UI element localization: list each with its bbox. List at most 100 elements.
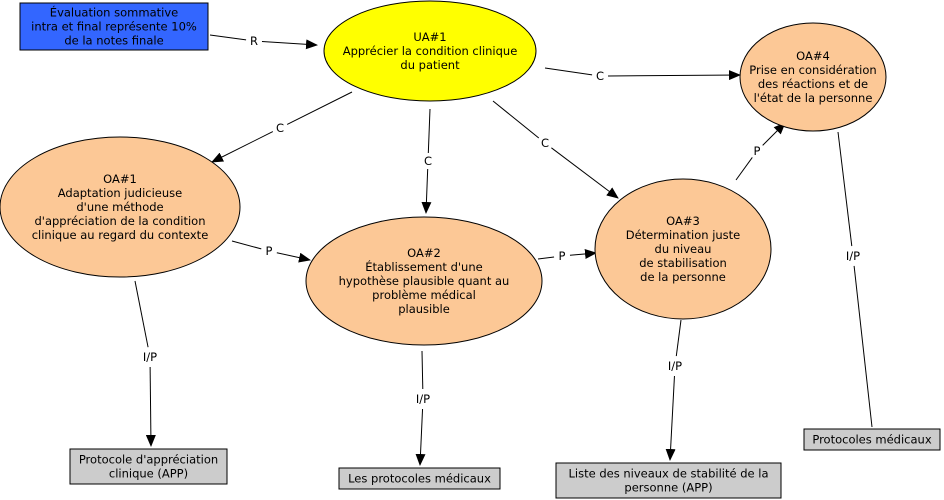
node-label-line: Adaptation judicieuse bbox=[58, 186, 182, 200]
node-shape-ellipse bbox=[323, 0, 537, 102]
edge-oa4-to-res4: I/P bbox=[837, 131, 873, 428]
edge-label: C bbox=[424, 154, 432, 168]
edge-label: C bbox=[276, 121, 284, 135]
node-label-line: problème médical bbox=[372, 288, 476, 302]
edge-label: P bbox=[266, 244, 273, 258]
node-label-line: OA#3 bbox=[666, 214, 700, 228]
edge-label: C bbox=[541, 136, 549, 150]
node-label-line: Évaluation sommative bbox=[50, 5, 178, 20]
edge-arrow-segment bbox=[607, 70, 741, 81]
node-res4[interactable]: Protocoles médicaux bbox=[803, 428, 941, 451]
node-label-line: d'une méthode bbox=[76, 200, 163, 214]
edge-oa3-to-oa4: P bbox=[735, 122, 786, 181]
node-label-line: de stabilisation bbox=[639, 256, 727, 270]
node-label-line: l'état de la personne bbox=[754, 91, 873, 105]
edge-line-segment bbox=[421, 350, 424, 390]
edge-ua1-to-oa3: C bbox=[492, 100, 619, 199]
node-label-line: Liste des niveaux de stabilité de la bbox=[569, 467, 769, 481]
node-label-line: Apprécier la condition clinique bbox=[343, 44, 518, 58]
node-shape-ellipse bbox=[0, 136, 241, 278]
edge-arrow-segment bbox=[261, 39, 318, 50]
node-label-line: personne (APP) bbox=[624, 481, 712, 495]
edge-arrow-segment bbox=[551, 147, 619, 199]
node-label-line: UA#1 bbox=[413, 30, 446, 44]
edge-line-segment bbox=[537, 256, 555, 260]
edge-label: I/P bbox=[846, 249, 860, 263]
edge-label: R bbox=[250, 34, 258, 48]
edge-label: I/P bbox=[143, 350, 157, 364]
edge-oa1-to-res1: I/P bbox=[134, 280, 157, 447]
node-label-line: de la notes finale bbox=[64, 34, 163, 48]
node-label-line: Les protocoles médicaux bbox=[348, 472, 491, 486]
edge-line-segment bbox=[209, 34, 247, 41]
edge-ua1-to-oa2: C bbox=[421, 108, 432, 214]
edge-arrow-segment bbox=[421, 168, 432, 214]
node-shape-rect bbox=[69, 448, 228, 485]
edge-eval-to-ua1: R bbox=[209, 34, 318, 50]
edge-oa2-to-oa3: P bbox=[537, 248, 597, 263]
edge-label: I/P bbox=[416, 392, 430, 406]
edge-arrow-segment bbox=[415, 408, 426, 466]
edge-line-segment bbox=[231, 240, 262, 250]
node-shape-ellipse bbox=[305, 216, 543, 346]
edge-ua1-to-oa4: C bbox=[544, 67, 741, 83]
edge-line-segment bbox=[492, 100, 540, 139]
node-label-line: Protocoles médicaux bbox=[812, 433, 931, 447]
edge-line-segment bbox=[735, 157, 753, 181]
edge-label: P bbox=[754, 144, 761, 158]
node-shape-rect bbox=[338, 467, 501, 490]
edge-label: P bbox=[559, 249, 566, 263]
node-label-line: du niveau bbox=[655, 242, 712, 256]
edge-arrow-segment bbox=[762, 122, 786, 146]
node-label-line: de la personne bbox=[640, 270, 726, 284]
edge-arrow-segment bbox=[276, 252, 311, 263]
node-label-line: OA#1 bbox=[103, 172, 137, 186]
edge-arrow-segment bbox=[853, 265, 873, 428]
node-shape-rect bbox=[803, 428, 941, 451]
node-shape-rect bbox=[555, 462, 782, 499]
node-label-line: Protocole d'appréciation bbox=[79, 453, 218, 467]
node-shape-ellipse bbox=[594, 178, 772, 320]
edge-line-segment bbox=[286, 91, 353, 125]
node-label-line: clinique au regard du contexte bbox=[32, 228, 209, 242]
edge-oa1-to-oa2: P bbox=[231, 240, 311, 263]
edge-line-segment bbox=[837, 131, 853, 247]
node-label-line: OA#4 bbox=[796, 49, 830, 63]
node-label-line: clinique (APP) bbox=[109, 467, 188, 481]
edge-arrow-segment bbox=[145, 366, 156, 447]
node-label-line: intra et final représente 10% bbox=[31, 20, 197, 34]
node-label-line: OA#2 bbox=[407, 246, 441, 260]
node-res2[interactable]: Les protocoles médicaux bbox=[338, 467, 501, 490]
node-label: Protocoles médicaux bbox=[812, 433, 931, 447]
node-label-line: d'appréciation de la condition bbox=[34, 214, 205, 228]
edge-ua1-to-oa1: C bbox=[211, 91, 353, 163]
node-shape-rect bbox=[19, 2, 209, 51]
edge-arrow-segment bbox=[569, 248, 597, 259]
edge-oa2-to-res2: I/P bbox=[415, 350, 430, 466]
node-shape-ellipse bbox=[739, 22, 887, 132]
node-label-line: Détermination juste bbox=[626, 228, 741, 242]
node-label-line: Prise en considération bbox=[749, 63, 876, 77]
edge-line-segment bbox=[134, 280, 149, 348]
node-label-line: Établissement d'une bbox=[365, 259, 482, 274]
node-label-line: plausible bbox=[398, 302, 450, 316]
edge-line-segment bbox=[544, 67, 593, 76]
node-label-line: des réactions et de bbox=[758, 77, 868, 91]
edge-arrow-segment bbox=[665, 375, 676, 461]
